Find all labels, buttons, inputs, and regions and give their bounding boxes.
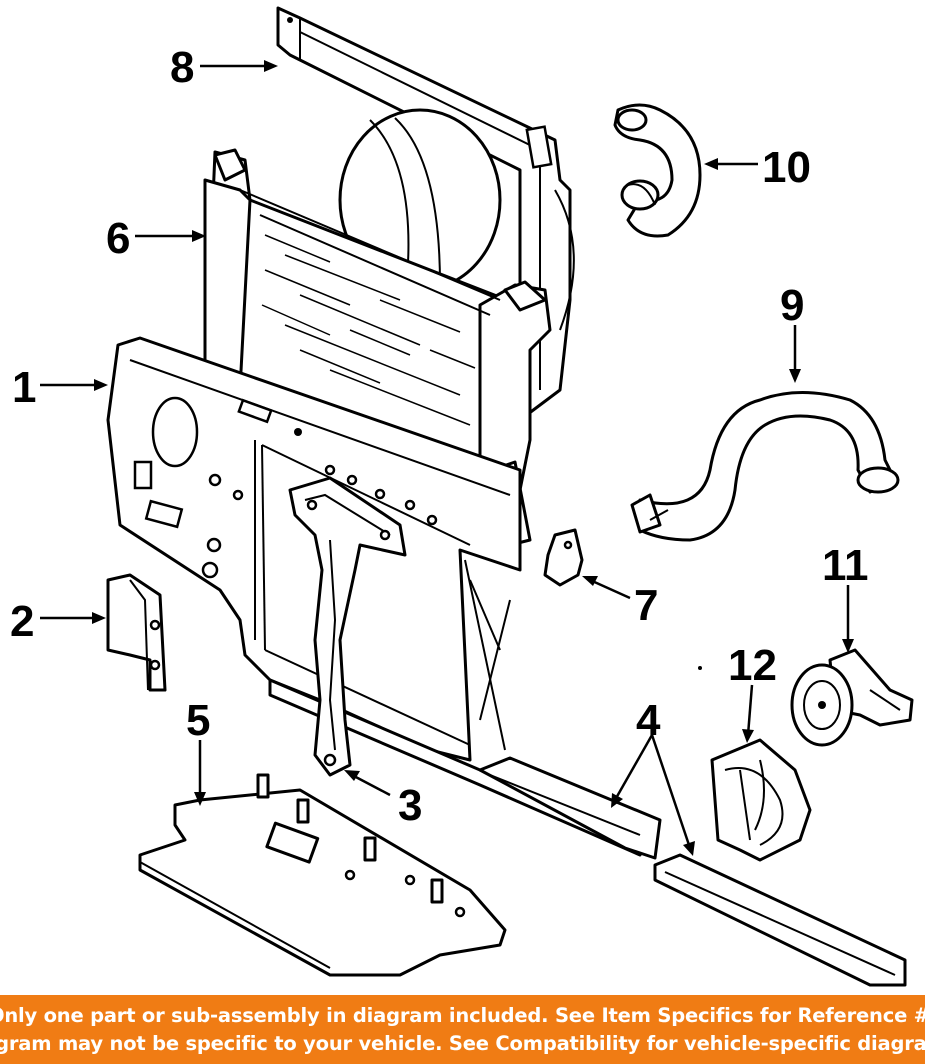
callout-8: 8	[170, 43, 194, 92]
part-5-skid-plate	[138, 773, 507, 977]
callout-6: 6	[106, 214, 130, 263]
part-10-upper-hose	[613, 103, 702, 238]
leader-lines	[40, 60, 854, 856]
part-4-sill-lower	[653, 853, 907, 987]
part-12-mount-bracket	[698, 666, 812, 862]
callout-12: 12	[728, 641, 777, 690]
callout-3: 3	[398, 781, 422, 830]
callout-7: 7	[634, 581, 658, 630]
part-1-radiator-support	[106, 336, 642, 857]
callout-4: 4	[636, 696, 661, 745]
callout-numbers: 1 2 3 4 5 6 7 8 9 10 11 12	[10, 43, 869, 830]
disclaimer-line-2: Diagram may not be specific to your vehi…	[0, 1031, 925, 1055]
part-7-clip	[543, 528, 584, 587]
callout-11: 11	[822, 541, 869, 590]
callout-1: 1	[12, 363, 36, 412]
part-11-pulley-assembly	[790, 648, 914, 747]
callout-9: 9	[780, 281, 804, 330]
disclaimer-line-1: Only one part or sub-assembly in diagram…	[0, 1003, 925, 1027]
part-2-bracket	[106, 573, 167, 692]
part-3-center-brace	[288, 476, 407, 777]
callout-2: 2	[10, 597, 34, 646]
callout-10: 10	[762, 143, 811, 192]
callout-5: 5	[186, 696, 210, 745]
parts-diagram: 1 2 3 4 5 6 7 8 9 10 11 12	[10, 6, 914, 987]
part-4-sill-upper	[478, 756, 662, 860]
part-9-lower-hose	[630, 391, 900, 542]
disclaimer-banner: Only one part or sub-assembly in diagram…	[0, 995, 925, 1064]
part-8-fan-shroud	[276, 6, 575, 422]
